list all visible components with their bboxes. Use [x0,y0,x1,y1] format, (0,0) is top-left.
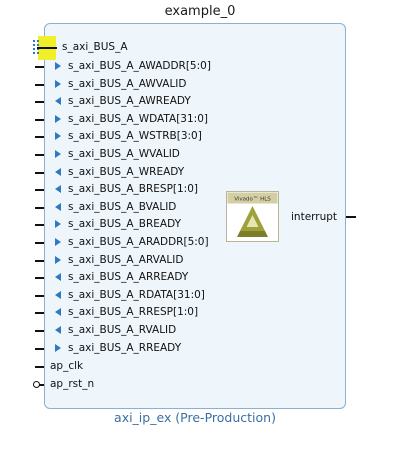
pin-label: s_axi_BUS_A_WDATA[31:0] [68,112,208,125]
pin-interrupt-line[interactable] [346,216,356,218]
pin-line [35,366,44,368]
pin-row[interactable]: s_axi_BUS_A_ARADDR[5:0] [0,234,260,250]
pin-line [35,277,44,280]
pin-row[interactable]: s_axi_BUS_A_WREADY [0,164,260,180]
pin-label: s_axi_BUS_A_RRESP[1:0] [68,306,199,319]
input-arrow-icon [55,114,61,123]
input-arrow-icon [55,343,61,352]
logo-inner-triangle [246,215,259,227]
pin-line [35,347,44,350]
pin-label: s_axi_BUS_A_WREADY [68,165,185,178]
pin-label: s_axi_BUS_A_RVALID [68,324,177,336]
pin-label: s_axi_BUS_A_BRESP[1:0] [68,183,198,196]
pin-label: s_axi_BUS_A_WSTRB[3:0] [68,130,202,143]
output-arrow-icon [55,273,61,282]
input-arrow-icon [55,62,61,70]
output-arrow-icon [55,308,61,317]
logo-banner [227,192,278,204]
pin-label: s_axi_BUS_A_ARVALID [68,253,184,266]
pin-row[interactable]: s_axi_BUS_A_WSTRB[3:0] [0,128,260,144]
pin-row[interactable]: s_axi_BUS_A_BVALID [0,199,260,215]
bus-interface-label: s_axi_BUS_A [62,41,128,53]
pin-row[interactable]: s_axi_BUS_A_RRESP[1:0] [0,304,260,320]
output-arrow-icon [55,202,61,211]
pin-line [35,312,44,315]
pin-row[interactable]: s_axi_BUS_A_WDATA[31:0] [0,111,260,127]
pin-label: s_axi_BUS_A_AWVALID [68,77,187,90]
pin-row[interactable]: s_axi_BUS_A_RREADY [0,340,260,356]
pin-interrupt-label: interrupt [291,211,338,223]
pin-line [35,189,44,192]
pin-row[interactable]: s_axi_BUS_A_ARVALID [0,252,260,268]
pin-line [35,259,44,262]
pin-label: s_axi_BUS_A_BVALID [68,200,177,213]
input-arrow-icon [55,150,61,158]
logo-text: Vivado™ HLS [234,196,271,203]
pin-row[interactable]: s_axi_BUS_A_AWREADY [0,93,260,109]
pin-ap-clk[interactable]: ap_clk [0,358,260,374]
ip-block[interactable] [44,23,346,409]
pin-row[interactable]: s_axi_BUS_A_WVALID [0,146,260,162]
pin-line [35,171,44,174]
pin-line [35,206,44,209]
output-arrow-icon [55,185,61,194]
input-arrow-icon [55,132,61,141]
pin-label: s_axi_BUS_A_BREADY [68,218,182,231]
bus-pin-line[interactable] [37,47,57,49]
pin-line [35,224,44,227]
pin-label: s_axi_BUS_A_AWREADY [68,95,191,108]
pin-line [35,294,44,297]
vivado-hls-logo: Vivado™ HLS [226,191,279,242]
pin-row[interactable]: s_axi_BUS_A_RDATA[31:0] [0,287,260,303]
pin-label: s_axi_BUS_A_ARREADY [68,271,189,284]
pin-line [35,136,44,139]
input-arrow-icon [55,79,61,88]
pin-line [35,101,44,104]
pin-row[interactable]: s_axi_BUS_A_ARREADY [0,269,260,285]
active-low-circle-icon [33,381,40,388]
pin-line [35,330,44,332]
input-arrow-icon [55,238,61,246]
pin-ap-rst-n[interactable]: ap_rst_n [0,376,260,392]
pin-line [38,384,44,386]
logo-base [237,231,268,237]
pin-row[interactable]: s_axi_BUS_A_AWVALID [0,76,260,92]
output-arrow-icon [55,167,61,176]
input-arrow-icon [55,255,61,264]
output-arrow-icon [55,97,61,106]
output-arrow-icon [55,326,61,334]
pin-row[interactable]: s_axi_BUS_A_BRESP[1:0] [0,181,260,197]
pin-line [35,118,44,121]
input-arrow-icon [55,220,61,229]
pin-line [35,154,44,156]
instance-name: example_0 [164,4,236,19]
output-arrow-icon [55,290,61,299]
pin-line [35,242,44,244]
pin-label: s_axi_BUS_A_AWADDR[5:0] [68,60,211,72]
pin-label: ap_rst_n [50,378,95,390]
pin-label: s_axi_BUS_A_RREADY [68,341,182,354]
ip-name: axi_ip_ex (Pre-Production) [114,410,276,425]
pin-label: s_axi_BUS_A_WVALID [68,148,180,160]
pin-label: s_axi_BUS_A_RDATA[31:0] [68,288,205,301]
pin-line [35,66,44,68]
pin-label: ap_clk [50,360,84,372]
pin-line [35,83,44,86]
pin-row[interactable]: s_axi_BUS_A_AWADDR[5:0] [0,58,260,74]
pin-row[interactable]: s_axi_BUS_A_BREADY [0,216,260,232]
pin-row[interactable]: s_axi_BUS_A_RVALID [0,322,260,338]
pin-label: s_axi_BUS_A_ARADDR[5:0] [68,236,209,248]
